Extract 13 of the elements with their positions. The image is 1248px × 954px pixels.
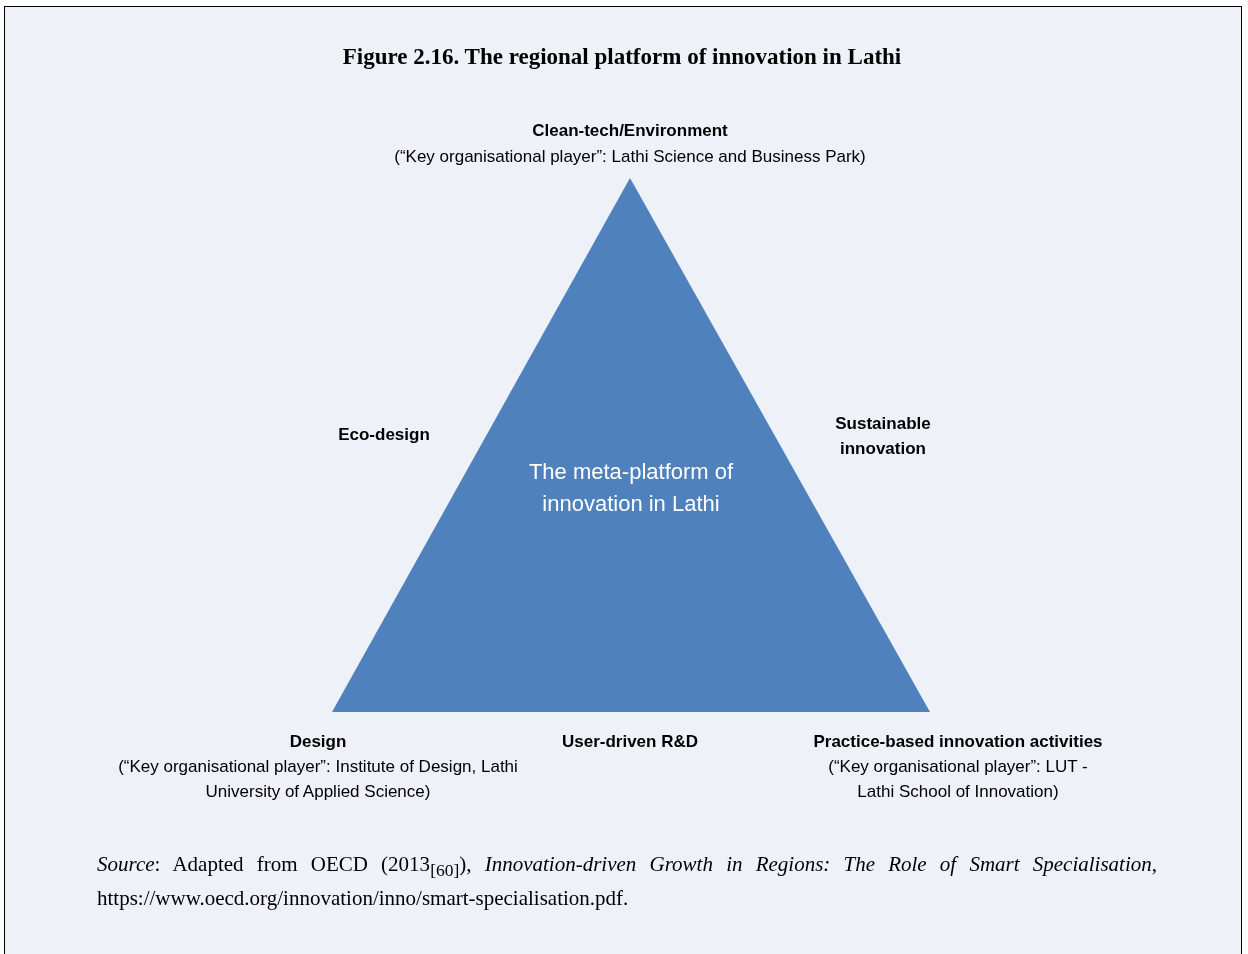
vertex-heading: Practice-based innovation activities <box>812 731 1104 753</box>
side-label: Sustainable innovation <box>834 413 932 460</box>
side-label: User-driven R&D <box>560 731 699 753</box>
vertex-note: (“Key organisational player”: LUT - Lathi School of Innovation) <box>827 756 1089 803</box>
source-note: Source: Adapted from OECD (2013$_{[60]}$), Innovation-driven Growth in Regions: The Role of Smart Specialisation, https://www.oecd.org/innovation/inno/smart-specialisation.pdf. <box>97 851 1157 913</box>
vertex-note: (“Key organisational player”: Lathi Science and Business Park) <box>393 146 867 168</box>
vertex-note: (“Key organisational player”: Institute of Design, Lathi University of Applied Science) <box>117 756 519 803</box>
vertex-heading: Design <box>288 731 348 753</box>
vertex-heading: Clean-tech/Environment <box>531 120 729 142</box>
triangle-shape <box>332 178 930 712</box>
figure-title: Figure 2.16. The regional platform of innovation in Lathi <box>341 44 903 70</box>
side-label: Eco-design <box>337 424 431 446</box>
triangle-label: The meta-platform of innovation in Lathi <box>527 458 735 518</box>
